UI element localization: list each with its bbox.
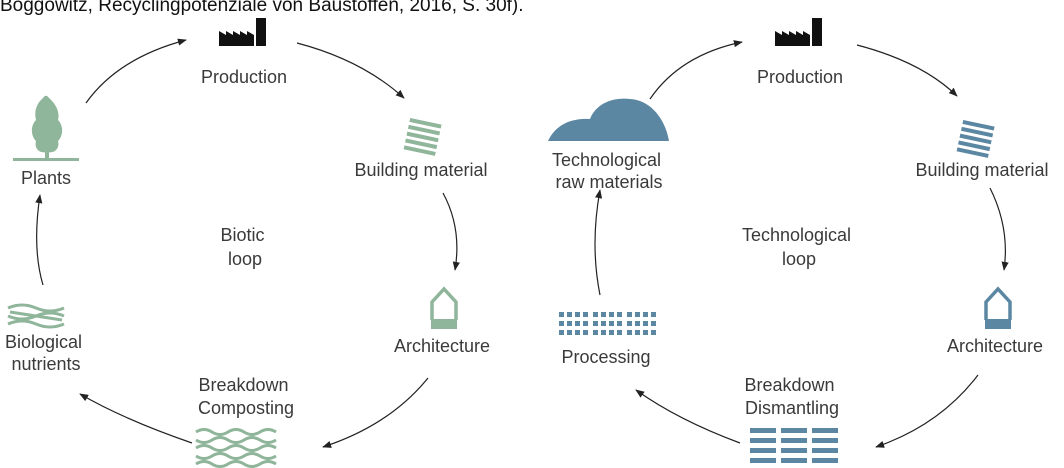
tech-breakdown-label: Breakdown Dismantling [744, 375, 839, 418]
wavy-strands-icon [7, 303, 65, 329]
biotic-loop: Production Building material Architectur… [5, 18, 490, 468]
tech-architecture-label: Architecture [947, 336, 1043, 356]
mounds-icon [548, 98, 669, 141]
factory-icon [775, 18, 822, 46]
tech-processing-label: Processing [561, 347, 650, 367]
biotic-building-material-label: Building material [354, 160, 487, 180]
house-outline-icon [430, 286, 458, 329]
arrow-architecture-to-breakdown-tech [875, 374, 979, 448]
biotic-plants-label: Plants [21, 168, 71, 188]
biotic-production-label: Production [201, 67, 287, 87]
arrow-nutrients-to-plants [35, 194, 44, 286]
tech-building-material-label: Building material [915, 160, 1048, 180]
tech-loop-center-label: Technological loop [742, 225, 856, 269]
arrow-material-to-architecture [442, 192, 460, 271]
house-outline-icon [984, 286, 1012, 329]
tree-icon [13, 95, 79, 161]
dashed-grid-icon [559, 312, 656, 335]
tech-raw-materials-label: Technological raw materials [552, 150, 666, 192]
technological-loop: Production Building material Architectur… [548, 18, 1049, 463]
biotic-loop-center-label: Biotic loop [220, 225, 269, 269]
arrow-material-to-architecture-tech [989, 187, 1009, 271]
stacked-bars-icon [750, 428, 838, 463]
arrow-breakdown-to-nutrients [79, 393, 193, 444]
tech-production-label: Production [757, 67, 843, 87]
biotic-breakdown-label: Breakdown Composting [198, 375, 294, 418]
biotic-nutrients-label: Biological nutrients [5, 332, 87, 374]
stacked-planks-icon [956, 119, 995, 158]
arrow-raw-to-production [649, 40, 743, 100]
arrow-processing-to-raw [594, 189, 603, 296]
arrow-production-to-material-tech [856, 44, 958, 97]
arrow-architecture-to-breakdown [322, 377, 429, 448]
arrow-production-to-material [296, 42, 405, 99]
arrow-breakdown-to-processing [635, 389, 741, 444]
biotic-architecture-label: Architecture [394, 336, 490, 356]
arrow-plants-to-production [85, 38, 187, 104]
stacked-planks-icon [403, 117, 442, 156]
source-caption: Boggowitz, Recyclingpotenziale von Baust… [0, 0, 524, 16]
wavy-layers-icon [195, 428, 277, 468]
factory-icon [219, 18, 266, 46]
